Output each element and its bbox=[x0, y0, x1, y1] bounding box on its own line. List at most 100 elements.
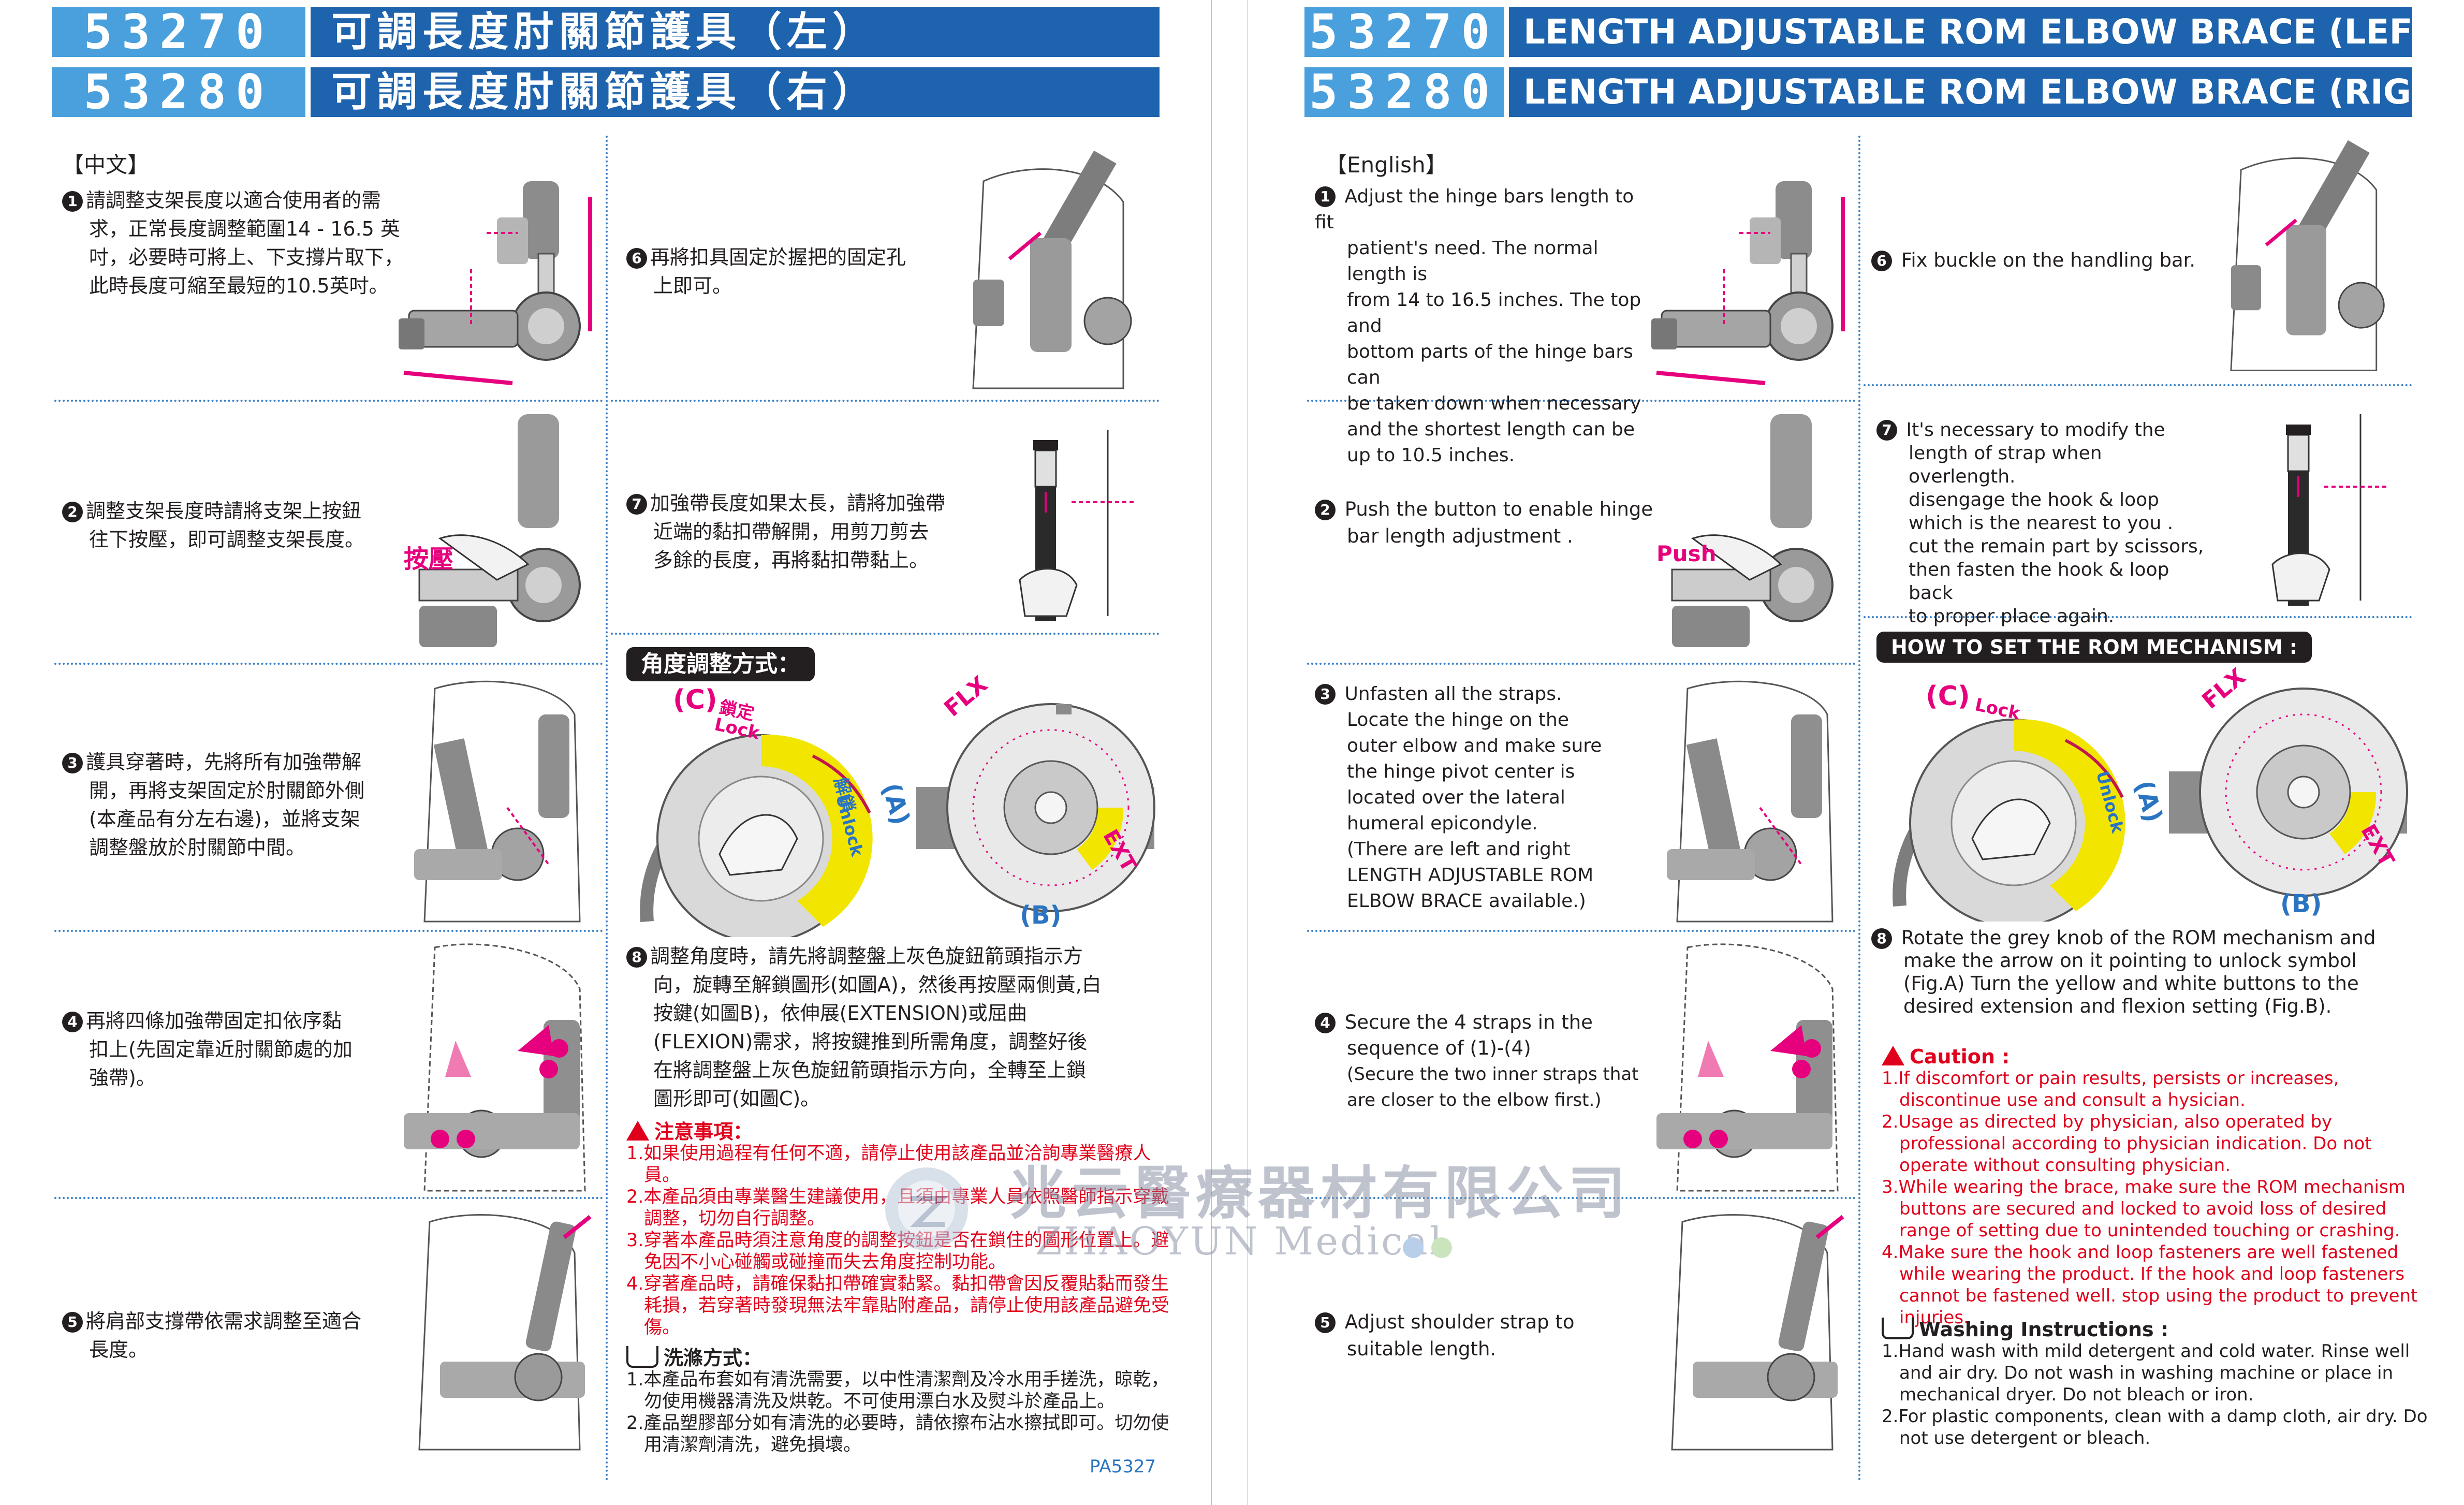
row-divider bbox=[611, 633, 1160, 635]
blue-dot-icon bbox=[1403, 1237, 1424, 1258]
step-number: 1 bbox=[62, 191, 83, 212]
fig-c-label: (C) bbox=[1926, 681, 1970, 712]
wash-item: 2.產品塑膠部分如有清洗的必要時，請依擦布沾水擦拭即可。切勿使用清潔劑清洗，避免… bbox=[626, 1413, 1169, 1455]
wearing-brace-illustration bbox=[1656, 673, 1853, 927]
step-number: 6 bbox=[1871, 251, 1892, 271]
step-number: 8 bbox=[1871, 928, 1892, 949]
step-number: 6 bbox=[626, 248, 647, 269]
row-divider bbox=[611, 400, 1160, 402]
document-code: PA5327 bbox=[1090, 1456, 1156, 1477]
en-step-6: 6 Fix buckle on the handling bar. bbox=[1871, 246, 2223, 274]
en-step-7: 7 It's necessary to modify the length of… bbox=[1876, 418, 2208, 628]
washing-tub-icon bbox=[626, 1346, 658, 1368]
company-watermark: 兆云醫療器材有限公司 ZHAOYUN Medical bbox=[880, 1147, 1646, 1281]
push-label: 按壓 bbox=[404, 545, 454, 574]
language-label: 【中文】 bbox=[62, 152, 150, 178]
caution-item: 2.Usage as directed by physician, also o… bbox=[1882, 1112, 2372, 1176]
push-label: Push bbox=[1656, 541, 1717, 566]
row-divider bbox=[1307, 930, 1856, 932]
step-number: 3 bbox=[62, 753, 83, 773]
row-divider bbox=[1864, 616, 2412, 618]
row-divider bbox=[54, 663, 603, 665]
step-number: 7 bbox=[1876, 420, 1897, 441]
fig-b-label: (B) bbox=[1020, 901, 1062, 930]
zh-title-left: 可調長度肘關節護具（左） bbox=[311, 7, 1160, 57]
language-label: 【English】 bbox=[1325, 152, 1447, 178]
shoulder-strap-illustration bbox=[1662, 1206, 1853, 1455]
en-caution: Caution : 1.If discomfort or pain result… bbox=[1882, 1046, 2430, 1328]
caution-item: 4.Make sure the hook and loop fasteners … bbox=[1882, 1242, 2418, 1328]
caution-item: 4.穿著產品時，請確保黏扣帶確實黏緊。黏扣帶會因反覆貼黏而發生耗損，若穿著時發現… bbox=[626, 1274, 1170, 1338]
caution-item: 3.While wearing the brace, make sure the… bbox=[1882, 1177, 2406, 1241]
warning-icon bbox=[626, 1121, 649, 1141]
strap-cut-illustration bbox=[2241, 393, 2407, 611]
row-divider bbox=[54, 930, 603, 932]
row-divider bbox=[54, 400, 603, 402]
row-divider bbox=[54, 1197, 603, 1199]
en-step-4: 4 Secure the 4 straps in the sequence of… bbox=[1315, 1010, 1656, 1113]
row-divider bbox=[1307, 1197, 1856, 1199]
strap-cut-illustration bbox=[989, 409, 1154, 626]
model-code: 53270 bbox=[1304, 7, 1504, 57]
rom-section-title: 角度調整方式： bbox=[626, 647, 815, 681]
header-left-model: 53270 可調長度肘關節護具（左） bbox=[52, 7, 1160, 57]
brace-length-illustration bbox=[1646, 155, 1853, 393]
strap-sequence-illustration bbox=[1646, 937, 1853, 1193]
step-number: 5 bbox=[62, 1312, 83, 1333]
step-number: 8 bbox=[626, 947, 647, 968]
row-divider bbox=[1307, 400, 1856, 402]
watermark-chinese: 兆云醫療器材有限公司 bbox=[1009, 1160, 1631, 1226]
row-divider bbox=[1307, 663, 1856, 665]
en-step-3: 3 Unfasten all the straps. Locate the hi… bbox=[1315, 681, 1656, 914]
header-right-model: 53280 LENGTH ADJUSTABLE ROM ELBOW BRACE … bbox=[1304, 67, 2412, 117]
rom-section-title: HOW TO SET THE ROM MECHANISM : bbox=[1876, 632, 2312, 663]
strap-sequence-illustration bbox=[393, 937, 600, 1193]
column-divider bbox=[606, 136, 608, 1482]
wash-item: 1.Hand wash with mild detergent and cold… bbox=[1882, 1341, 2410, 1405]
watermark-english: ZHAOYUN Medical bbox=[1035, 1219, 1444, 1264]
push-button-illustration bbox=[399, 409, 600, 657]
column-divider bbox=[1858, 136, 1860, 1482]
row-divider bbox=[1864, 384, 2412, 386]
step-number: 3 bbox=[1315, 684, 1336, 705]
en-step-2: 2 Push the button to enable hinge bar le… bbox=[1315, 496, 1656, 550]
header-right-model: 53280 可調長度肘關節護具（右） bbox=[52, 67, 1160, 117]
buckle-illustration bbox=[952, 150, 1154, 396]
step-number: 4 bbox=[62, 1012, 83, 1032]
page-fold bbox=[1211, 0, 1212, 1505]
shoulder-strap-illustration bbox=[409, 1206, 600, 1455]
header-left-model: 53270 LENGTH ADJUSTABLE ROM ELBOW BRACE … bbox=[1304, 7, 2412, 57]
warning-icon bbox=[1882, 1046, 1904, 1065]
rom-dial-illustration bbox=[626, 683, 1160, 937]
push-button-illustration bbox=[1651, 409, 1853, 657]
brace-length-illustration bbox=[393, 155, 600, 393]
rom-dial-illustration bbox=[1879, 668, 2412, 922]
wearing-brace-illustration bbox=[404, 673, 600, 927]
model-code: 53270 bbox=[52, 7, 305, 57]
buckle-illustration bbox=[2210, 140, 2407, 378]
caution-item: 1.如果使用過程有任何不適，請停止使用該產品並洽詢專業醫療人員。 bbox=[626, 1143, 1151, 1186]
washing-tub-icon bbox=[1882, 1318, 1914, 1339]
en-title-left: LENGTH ADJUSTABLE ROM ELBOW BRACE (LEFT) bbox=[1509, 7, 2412, 57]
model-code: 53280 bbox=[1304, 67, 1504, 117]
green-dot-icon bbox=[1431, 1237, 1452, 1258]
step-number: 1 bbox=[1315, 186, 1336, 207]
zh-title-right: 可調長度肘關節護具（右） bbox=[311, 67, 1160, 117]
step-number: 7 bbox=[626, 494, 647, 515]
step-number: 5 bbox=[1315, 1312, 1336, 1333]
wash-item: 1.本產品布套如有清洗需要，以中性清潔劑及冷水用手搓洗，晾乾，勿使用機器清洗及烘… bbox=[626, 1369, 1169, 1412]
company-logo-icon bbox=[885, 1167, 968, 1250]
en-step-8: 8 Rotate the grey knob of the ROM mechan… bbox=[1871, 927, 2425, 1018]
zh-washing: 洗滌方式： 1.本產品布套如有清洗需要，以中性清潔劑及冷水用手搓洗，晾乾，勿使用… bbox=[626, 1346, 1175, 1456]
fig-b-label: (B) bbox=[2280, 889, 2322, 918]
chinese-page: 53270 可調長度肘關節護具（左） 53280 可調長度肘關節護具（右） 【中… bbox=[0, 0, 1196, 1505]
caution-item: 1.If discomfort or pain results, persist… bbox=[1882, 1068, 2339, 1111]
